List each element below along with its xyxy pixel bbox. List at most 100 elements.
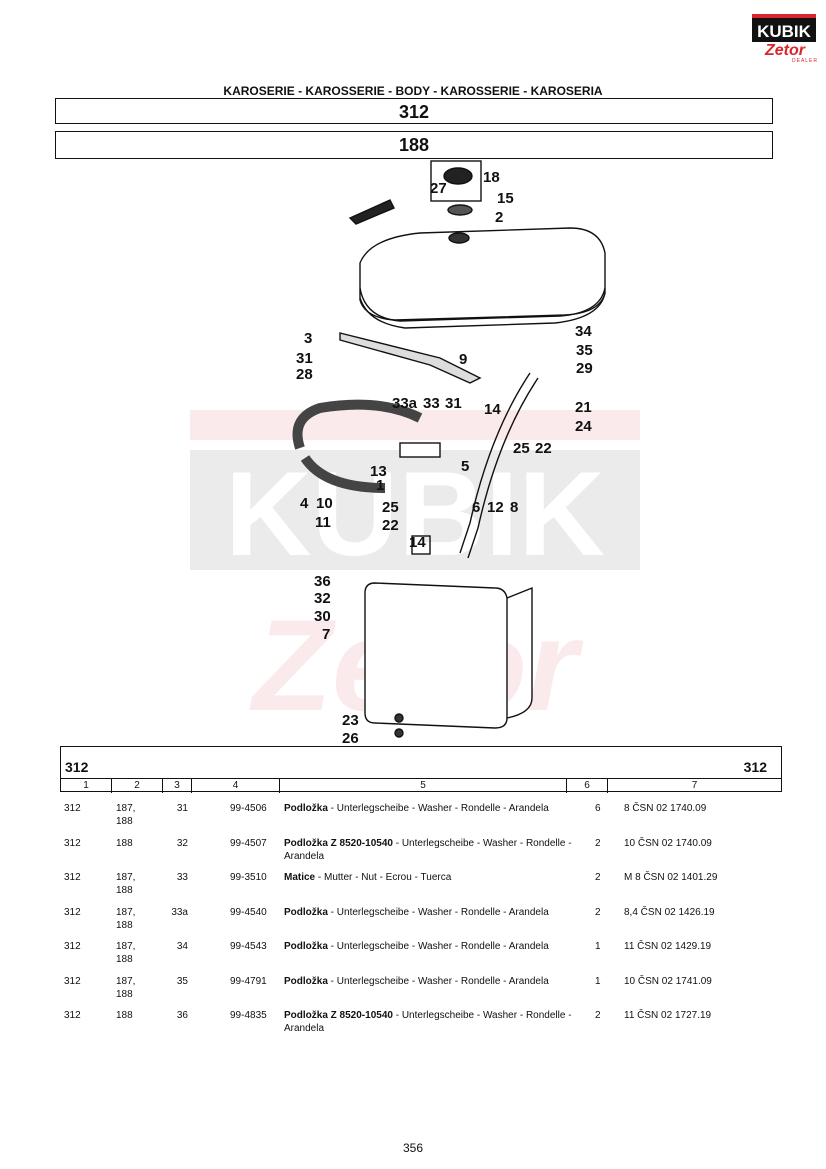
svg-text:21: 21 bbox=[575, 399, 592, 416]
cell-norm: M 8 ČSN 02 1401.29 bbox=[624, 872, 718, 883]
svg-text:29: 29 bbox=[576, 360, 593, 377]
cell-part-number: 99-4506 bbox=[230, 803, 267, 814]
svg-text:34: 34 bbox=[575, 323, 592, 340]
cell-quantity: 6 bbox=[595, 803, 601, 814]
cell-part-number: 99-3510 bbox=[230, 872, 267, 883]
col-header-6: 6 bbox=[567, 779, 608, 793]
part-name: Podložka bbox=[284, 906, 328, 918]
cell-quantity: 2 bbox=[595, 906, 601, 918]
col-header-4: 4 bbox=[192, 779, 280, 793]
part-translations: - Unterlegscheibe - Washer - Rondelle - … bbox=[327, 906, 549, 918]
part-name: Podložka bbox=[284, 941, 328, 952]
svg-text:14: 14 bbox=[409, 534, 426, 551]
cell-part-number: 99-4543 bbox=[230, 941, 267, 952]
svg-text:31: 31 bbox=[445, 395, 462, 412]
part-translations: - Unterlegscheibe - Washer - Rondelle - … bbox=[327, 803, 549, 814]
subgroup-code-box: 188 bbox=[55, 131, 773, 159]
part-name: Podložka bbox=[284, 975, 328, 987]
cell-description: Podložka - Unterlegscheibe - Washer - Ro… bbox=[284, 802, 574, 815]
cell-quantity: 2 bbox=[595, 1010, 601, 1021]
cell-norm: 10 ČSN 02 1740.09 bbox=[624, 837, 712, 849]
svg-text:8: 8 bbox=[510, 499, 518, 516]
part-translations: - Unterlegscheibe - Washer - Rondelle - … bbox=[327, 975, 549, 987]
svg-text:24: 24 bbox=[575, 418, 592, 435]
svg-text:32: 32 bbox=[314, 590, 331, 607]
kubik-zetor-logo: KUBIK Zetor DEALER bbox=[752, 14, 819, 66]
svg-text:31: 31 bbox=[296, 350, 313, 367]
svg-text:12: 12 bbox=[487, 499, 504, 516]
svg-text:25: 25 bbox=[513, 440, 530, 457]
svg-text:10: 10 bbox=[316, 495, 333, 512]
cell-description: Podložka - Unterlegscheibe - Washer - Ro… bbox=[284, 940, 574, 953]
cell-description: Podložka - Unterlegscheibe - Washer - Ro… bbox=[284, 975, 574, 988]
cell-subgroup: 187, 188 bbox=[116, 941, 136, 965]
svg-text:3: 3 bbox=[304, 330, 312, 347]
col-header-3: 3 bbox=[163, 779, 192, 793]
cell-position: 35 bbox=[176, 975, 188, 987]
cell-group: 312 bbox=[64, 941, 81, 952]
logo-brand: KUBIK bbox=[752, 14, 816, 42]
cell-norm: 11 ČSN 02 1429.19 bbox=[624, 941, 712, 952]
svg-text:4: 4 bbox=[300, 495, 309, 512]
table-right-code: 312 bbox=[743, 759, 767, 775]
cell-group: 312 bbox=[64, 975, 81, 987]
svg-text:2: 2 bbox=[495, 209, 503, 226]
cell-position: 34 bbox=[176, 941, 188, 952]
cell-quantity: 2 bbox=[595, 837, 601, 849]
cell-group: 312 bbox=[64, 872, 81, 883]
svg-text:KUBIK: KUBIK bbox=[225, 447, 605, 581]
cell-norm: 8 ČSN 02 1740.09 bbox=[624, 803, 707, 814]
cell-quantity: 1 bbox=[595, 941, 601, 952]
svg-text:9: 9 bbox=[459, 351, 467, 368]
cell-description: Podložka Z 8520-10540 - Unterlegscheibe … bbox=[284, 1009, 574, 1035]
cell-part-number: 99-4540 bbox=[230, 906, 267, 918]
part-translations: - Mutter - Nut - Ecrou - Tuerca bbox=[315, 872, 452, 883]
cell-position: 32 bbox=[176, 837, 188, 849]
col-header-2: 2 bbox=[112, 779, 163, 793]
svg-text:5: 5 bbox=[461, 458, 469, 475]
cell-group: 312 bbox=[64, 906, 81, 918]
cell-position: 36 bbox=[176, 1010, 188, 1021]
svg-text:33: 33 bbox=[423, 395, 440, 412]
svg-text:35: 35 bbox=[576, 342, 593, 359]
table-row: 312 187, 188 34 99-4543 Podložka - Unterlegs… bbox=[60, 940, 782, 975]
svg-text:6: 6 bbox=[472, 499, 480, 516]
cell-subgroup: 187, 188 bbox=[116, 872, 136, 896]
cell-norm: 11 ČSN 02 1727.19 bbox=[624, 1010, 712, 1021]
cell-subgroup: 187, 188 bbox=[116, 906, 136, 931]
col-header-5: 5 bbox=[280, 779, 567, 793]
cell-part-number: 99-4791 bbox=[230, 975, 267, 987]
logo-tag: DEALER bbox=[792, 58, 819, 64]
svg-text:23: 23 bbox=[342, 712, 359, 729]
cell-quantity: 2 bbox=[595, 872, 601, 883]
part-name: Podložka Z 8520-10540 bbox=[284, 1010, 393, 1021]
page-number: 356 bbox=[402, 1141, 424, 1155]
svg-text:15: 15 bbox=[497, 190, 514, 207]
part-name: Podložka Z 8520-10540 bbox=[284, 837, 393, 849]
cell-part-number: 99-4835 bbox=[230, 1010, 267, 1021]
svg-text:27: 27 bbox=[430, 180, 447, 197]
table-left-code: 312 bbox=[65, 759, 89, 775]
svg-text:14: 14 bbox=[484, 401, 501, 418]
part-translations: - Unterlegscheibe - Washer - Rondelle - … bbox=[284, 837, 572, 862]
cell-part-number: 99-4507 bbox=[230, 837, 267, 849]
col-header-7: 7 bbox=[691, 780, 698, 791]
group-code-box: 312 bbox=[55, 98, 773, 124]
col-header-1: 1 bbox=[61, 779, 112, 793]
part-translations: - Unterlegscheibe - Washer - Rondelle - … bbox=[327, 941, 549, 952]
column-headers: 1 2 3 4 5 6 7 bbox=[61, 778, 781, 793]
cell-position: 31 bbox=[176, 803, 188, 814]
svg-text:30: 30 bbox=[314, 608, 331, 625]
cell-description: Podložka Z 8520-10540 - Unterlegscheibe … bbox=[284, 837, 574, 863]
cell-norm: 10 ČSN 02 1741.09 bbox=[624, 975, 712, 987]
cell-group: 312 bbox=[64, 837, 81, 849]
cell-norm: 8,4 ČSN 02 1426.19 bbox=[624, 906, 715, 918]
